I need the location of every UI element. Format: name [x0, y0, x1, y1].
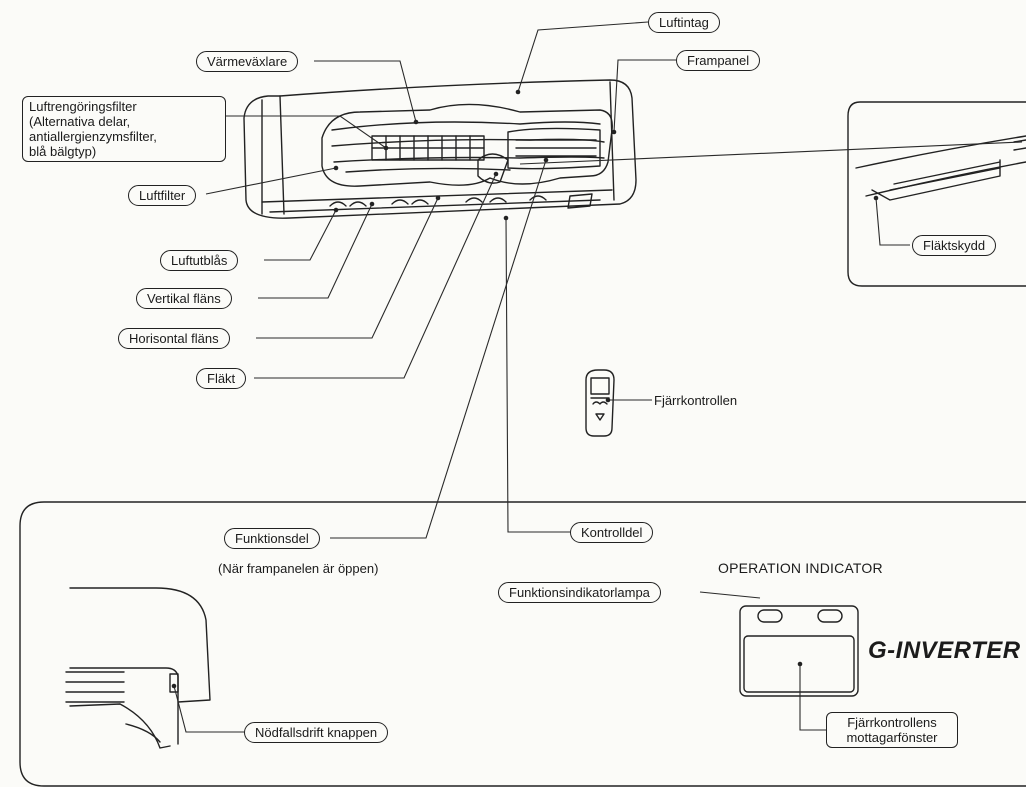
label-varmevaxlare: Värmeväxlare [196, 51, 299, 72]
leader-varmevaxlare [314, 60, 417, 123]
leader-flakt [254, 173, 497, 379]
luftrengoring-line-3: antiallergienzymsfilter, [29, 129, 157, 144]
leader-luftfilter [205, 167, 337, 195]
label-funktionsdel-note: (När frampanelen är öppen) [218, 561, 379, 576]
function-section-frame [19, 501, 1026, 787]
label-luftintag: Luftintag [648, 12, 720, 33]
label-nodfallsdrift: Nödfallsdrift knappen [244, 722, 389, 743]
luftrengoring-line-4: blå bälgtyp) [29, 144, 97, 159]
leader-panel-front [519, 141, 1023, 165]
leader-horisontal [256, 197, 439, 339]
label-funktionsdel: Funktionsdel [224, 528, 320, 549]
luftrengoring-line-1: Luftrengöringsfilter [29, 99, 137, 114]
leader-mottagar [799, 664, 826, 731]
luftrengoring-line-2: (Alternativa delar, [29, 114, 131, 129]
brand-logo-text: G-INVERTER [868, 637, 1021, 664]
leader-funktionsdel [330, 159, 547, 539]
mottagar-line-2: mottagarfönster [846, 730, 938, 745]
leader-frampanel [613, 59, 676, 133]
leader-luftutblas [264, 209, 337, 261]
label-fjarrkontrollen: Fjärrkontrollen [654, 393, 738, 408]
leader-vertikal [258, 203, 373, 299]
label-luftutblas: Luftutblås [160, 250, 239, 271]
leader-kontrolldel [505, 217, 570, 533]
leader-nodfallsdrift [173, 685, 244, 733]
panel-open-drawing [65, 587, 211, 749]
label-flaktskydd: Fläktskydd [912, 235, 997, 256]
mottagar-line-1: Fjärrkontrollens [847, 715, 937, 730]
receiver-window-outer [739, 605, 859, 697]
label-flakt: Fläkt [196, 368, 247, 389]
indicator-lamp-right-shape [817, 609, 843, 623]
receiver-window-shape [743, 635, 855, 693]
indoor-unit-drawing [243, 79, 637, 219]
label-kontrolldel: Kontrolldel [570, 522, 654, 543]
label-frampanel: Frampanel [676, 50, 761, 71]
label-luftrengoringsfilter: Luftrengöringsfilter (Alternativa delar,… [22, 96, 226, 162]
label-horisontal-flans: Horisontal fläns [118, 328, 230, 349]
indicator-lamp-left-shape [757, 609, 783, 623]
leader-flaktskydd [875, 197, 910, 246]
remote-control-drawing [585, 369, 615, 437]
label-operation-indicator: OPERATION INDICATOR [718, 560, 883, 576]
label-luftfilter: Luftfilter [128, 185, 197, 206]
label-mottagarfonster: Fjärrkontrollens mottagarfönster [826, 712, 958, 748]
fan-guard-inset-drawing [847, 101, 1026, 287]
leader-luftrengoring [218, 115, 387, 149]
leader-luftintag [517, 21, 649, 93]
leader-operation-lamp [699, 591, 761, 599]
label-vertikal-flans: Vertikal fläns [136, 288, 232, 309]
label-funktionsindikatorlampa: Funktionsindikatorlampa [498, 582, 661, 603]
